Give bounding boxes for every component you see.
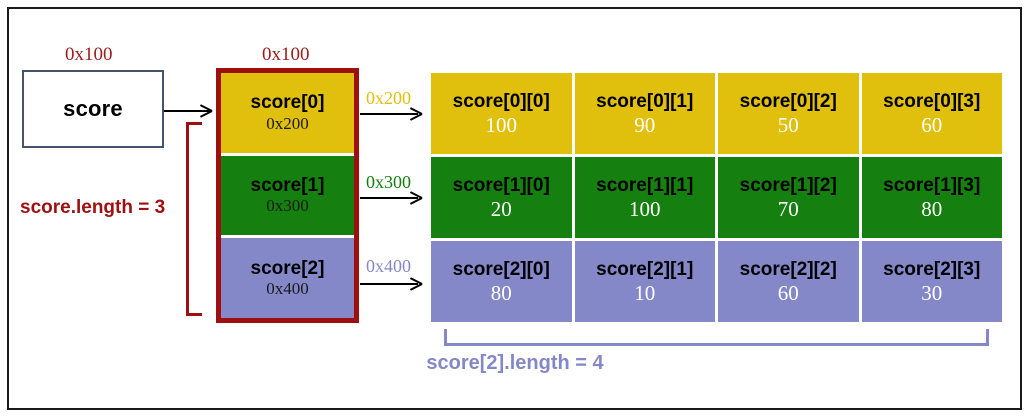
pointer-array-address: 0x100 bbox=[262, 44, 310, 65]
outer-frame bbox=[7, 7, 1022, 410]
grid-cell-0-2-value: 50 bbox=[777, 112, 799, 137]
grid-cell-2-0: score[2][0] 80 bbox=[431, 241, 572, 322]
grid-cell-0-0-value: 100 bbox=[485, 112, 518, 137]
score-length-label: score.length = 3 bbox=[20, 197, 166, 218]
grid-cell-0-1-label: score[0][1] bbox=[596, 90, 694, 112]
pointer-cell-1-address: 0x300 bbox=[266, 196, 309, 216]
pointer-cell-0-label: score[0] bbox=[250, 92, 325, 114]
pointer-cell-0: score[0] 0x200 bbox=[221, 73, 354, 153]
pointer-cell-1-label: score[1] bbox=[250, 175, 325, 197]
score-variable-label: score bbox=[63, 96, 123, 121]
grid-cell-0-0: score[0][0] 100 bbox=[431, 73, 572, 154]
score-variable-box: score bbox=[22, 70, 164, 148]
grid-cell-1-2: score[1][2] 70 bbox=[718, 157, 859, 238]
pointer-cell-2-address: 0x400 bbox=[266, 279, 309, 299]
grid-cell-1-1-value: 100 bbox=[629, 196, 661, 221]
grid-cell-0-2-label: score[0][2] bbox=[739, 90, 837, 112]
grid-cell-1-0-label: score[1][0] bbox=[452, 174, 550, 196]
row-length-label: score[2].length = 4 bbox=[426, 352, 604, 374]
grid-cell-0-3-value: 60 bbox=[921, 112, 943, 137]
grid-cell-2-0-value: 80 bbox=[490, 280, 512, 305]
grid-cell-1-3-value: 80 bbox=[921, 196, 943, 221]
grid-cell-2-2-label: score[2][2] bbox=[739, 258, 837, 280]
arrow-address-0: 0x200 bbox=[366, 88, 411, 108]
grid-row-0: score[0][0] 100 score[0][1] 90 score[0][… bbox=[431, 73, 1002, 154]
grid-cell-1-3-label: score[1][3] bbox=[883, 174, 981, 196]
grid-cell-1-3: score[1][3] 80 bbox=[861, 157, 1002, 238]
grid-cell-0-1: score[0][1] 90 bbox=[574, 73, 715, 154]
grid-row-2: score[2][0] 80 score[2][1] 10 score[2][2… bbox=[431, 241, 1002, 322]
pointer-cell-1: score[1] 0x300 bbox=[221, 152, 354, 236]
grid-cell-0-2: score[0][2] 50 bbox=[718, 73, 859, 154]
row-length-bracket bbox=[444, 329, 989, 346]
pointer-cell-2-label: score[2] bbox=[250, 257, 325, 279]
arrow-row-2 bbox=[360, 283, 418, 285]
grid-cell-0-3-label: score[0][3] bbox=[883, 90, 981, 112]
grid-cell-2-2: score[2][2] 60 bbox=[718, 241, 859, 322]
grid-cell-1-0: score[1][0] 20 bbox=[431, 157, 572, 238]
grid-cell-2-3: score[2][3] 30 bbox=[861, 241, 1002, 322]
grid-cell-1-1-label: score[1][1] bbox=[596, 174, 694, 196]
score-length-bracket bbox=[186, 122, 202, 316]
grid-cell-1-1: score[1][1] 100 bbox=[574, 157, 715, 238]
data-grid: score[0][0] 100 score[0][1] 90 score[0][… bbox=[431, 73, 1002, 322]
score-variable-address: 0x100 bbox=[65, 44, 113, 65]
grid-cell-1-0-value: 20 bbox=[490, 196, 512, 221]
grid-cell-0-0-label: score[0][0] bbox=[452, 90, 550, 112]
grid-cell-2-1-value: 10 bbox=[634, 280, 656, 305]
pointer-array: score[0] 0x200 score[1] 0x300 score[2] 0… bbox=[216, 68, 359, 323]
arrow-score-to-array bbox=[164, 110, 212, 112]
grid-row-1: score[1][0] 20 score[1][1] 100 score[1][… bbox=[431, 157, 1002, 238]
grid-cell-2-0-label: score[2][0] bbox=[452, 258, 550, 280]
arrow-row-1 bbox=[360, 197, 418, 199]
grid-cell-0-1-value: 90 bbox=[634, 112, 656, 137]
grid-cell-1-2-value: 70 bbox=[777, 196, 799, 221]
grid-cell-1-2-label: score[1][2] bbox=[739, 174, 837, 196]
arrow-address-1: 0x300 bbox=[366, 172, 411, 192]
grid-cell-2-1: score[2][1] 10 bbox=[574, 241, 715, 322]
grid-cell-2-3-value: 30 bbox=[921, 280, 943, 305]
pointer-cell-2: score[2] 0x400 bbox=[221, 235, 354, 319]
arrow-row-0 bbox=[360, 113, 418, 115]
grid-cell-2-1-label: score[2][1] bbox=[596, 258, 694, 280]
grid-cell-0-3: score[0][3] 60 bbox=[861, 73, 1002, 154]
arrow-address-2: 0x400 bbox=[366, 256, 411, 276]
pointer-cell-0-address: 0x200 bbox=[266, 113, 309, 133]
grid-cell-2-2-value: 60 bbox=[777, 280, 799, 305]
grid-cell-2-3-label: score[2][3] bbox=[883, 258, 981, 280]
